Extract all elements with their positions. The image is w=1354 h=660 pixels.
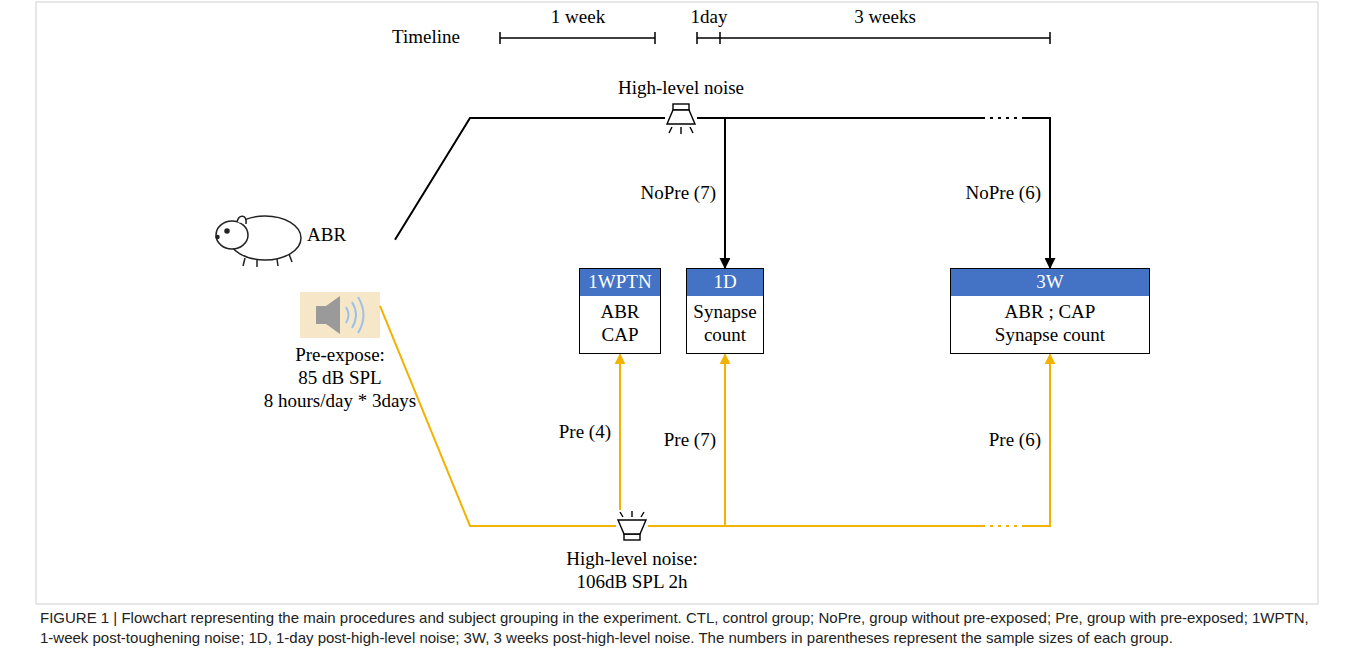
box-header: 3W (951, 269, 1149, 296)
edge-label: Pre (7) (662, 429, 718, 452)
node-text: 106dB SPL 2h (566, 571, 697, 594)
figure-frame (36, 2, 1318, 604)
connector (697, 118, 1050, 268)
node-text: High-level noise (618, 77, 744, 100)
text-group: High-level noise (618, 77, 744, 100)
pre-exposure-node: Pre-expose:85 dB SPL8 hours/day * 3days (300, 292, 380, 338)
duration-label: 3 weeks (852, 6, 918, 29)
noise-lamp-top (667, 104, 695, 134)
sound-waves (346, 297, 364, 333)
box-header: 1WPTN (580, 269, 659, 296)
text-group: High-level noise:106dB SPL 2h (566, 548, 697, 594)
duration-label: 1day (689, 6, 730, 29)
bracket-three-weeks (720, 32, 1050, 44)
edge-label: Pre (6) (987, 429, 1043, 452)
box-body: Synapse count (687, 296, 762, 354)
connector (395, 118, 665, 240)
node-text: 8 hours/day * 3days (264, 390, 417, 413)
lamp-base (624, 534, 640, 540)
lamp-base (673, 104, 689, 110)
speaker-icon (300, 292, 380, 338)
bracket-one-week (500, 32, 655, 44)
node-text: High-level noise: (566, 548, 697, 571)
speaker-cone (326, 296, 340, 334)
lamp-rays (620, 511, 644, 517)
noise-node: High-level noise (665, 102, 697, 134)
node-text: ABR (307, 224, 346, 247)
guinea-pig-head (216, 221, 248, 249)
noise-node: High-level noise:106dB SPL 2h (616, 510, 648, 542)
timeline-title: Timeline (390, 26, 462, 49)
box-body: ABR CAP (594, 296, 645, 354)
connector (648, 354, 725, 526)
lamp-rays (669, 127, 693, 134)
guinea-pig (216, 216, 301, 267)
edge-label: NoPre (6) (964, 182, 1043, 205)
figure-caption: FIGURE 1 | Flowchart representing the ma… (40, 608, 1314, 649)
subject-node: ABR (215, 198, 395, 274)
speaker-panel (300, 292, 380, 338)
box-body: ABR ; CAP Synapse count (979, 296, 1121, 354)
process-box: 1DSynapse count (686, 268, 763, 354)
node-text: 85 dB SPL (264, 367, 417, 390)
guinea-pig-eye (225, 229, 229, 233)
guinea-pig-nose (216, 236, 219, 239)
speaker-body (316, 306, 326, 324)
lamp-cone (618, 520, 646, 534)
text-group: Pre-expose:85 dB SPL8 hours/day * 3days (264, 344, 417, 412)
bracket-one-day (697, 32, 720, 44)
lamp-cone (667, 110, 695, 124)
process-box: 3WABR ; CAP Synapse count (950, 268, 1150, 354)
edge-label: Pre (4) (557, 421, 613, 444)
process-box: 1WPTNABR CAP (579, 268, 660, 354)
box-header: 1D (687, 269, 762, 296)
node-text: Pre-expose: (264, 344, 417, 367)
connector (619, 354, 621, 510)
connector (648, 354, 1050, 526)
duration-label: 1 week (549, 6, 607, 29)
edge-label: NoPre (7) (639, 182, 718, 205)
text-group: ABR (307, 224, 346, 247)
noise-lamp-bottom (618, 511, 646, 540)
guinea-pig-ear (237, 216, 246, 224)
timeline-brackets (500, 32, 1050, 44)
